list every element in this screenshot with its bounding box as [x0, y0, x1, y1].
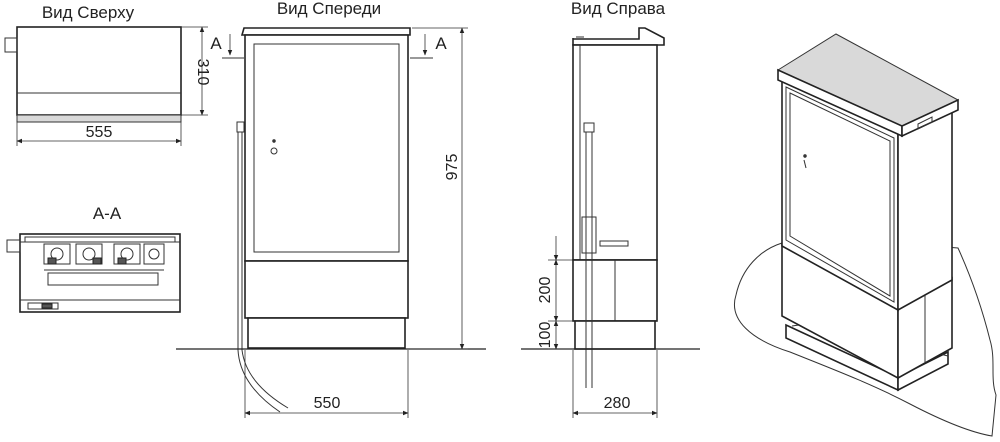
front-view-title: Вид Спереди [277, 0, 381, 18]
front-height-dim: 975 [444, 154, 461, 181]
terminal-block [143, 243, 165, 265]
section-view: А-А [6, 204, 181, 313]
right-depth-dim: 280 [604, 395, 631, 412]
right-view: Вид Справа 200 100 280 [521, 0, 700, 418]
terminal-block [43, 243, 71, 265]
right-base-dim: 200 [537, 277, 554, 304]
terminal-block [113, 243, 141, 265]
top-view-title: Вид Сверху [42, 3, 135, 22]
terminal-block [75, 243, 103, 265]
top-depth-dim: 310 [194, 59, 211, 86]
section-title: А-А [93, 204, 122, 223]
top-view: Вид Сверху 310 555 [4, 3, 211, 146]
front-width-dim: 550 [314, 395, 341, 412]
right-plinth-dim: 100 [537, 322, 554, 349]
right-view-title: Вид Справа [571, 0, 666, 18]
top-width-dim: 555 [86, 124, 113, 141]
front-view: Вид Спереди А А 975 550 [176, 0, 486, 418]
section-marker-left: А [210, 34, 222, 53]
section-marker-right: А [435, 34, 447, 53]
isometric-view [734, 33, 997, 437]
